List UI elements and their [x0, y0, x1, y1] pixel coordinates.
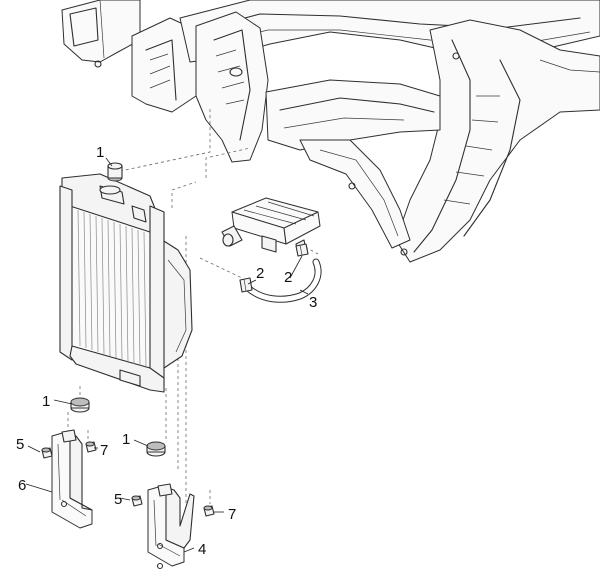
leader-lines: [25, 157, 309, 553]
hose-clamp-right: [295, 243, 309, 257]
hose-clamp-left: [239, 277, 253, 293]
rubber-mount-right: [146, 441, 166, 457]
callout-3: 3: [309, 294, 317, 311]
callout-1-left: 1: [42, 393, 50, 410]
bolt-7-right: [203, 505, 215, 517]
rubber-mount-left: [70, 397, 90, 413]
callout-7-left: 7: [100, 442, 108, 459]
bracket-right: [147, 483, 195, 570]
bolt-5-left: [41, 447, 53, 459]
hose: [244, 258, 322, 303]
heater-core: [221, 197, 321, 255]
chassis-frame: [61, 0, 600, 263]
callout-6: 6: [18, 477, 26, 494]
callout-2-left: 2: [256, 265, 264, 282]
callout-2-right: 2: [284, 269, 292, 286]
callout-5-right: 5: [114, 491, 122, 508]
callout-4: 4: [198, 541, 206, 558]
callout-5-left: 5: [16, 436, 24, 453]
radiator: [59, 173, 193, 393]
callout-7-right: 7: [228, 506, 236, 523]
callout-1-top: 1: [96, 144, 104, 161]
bracket-left: [51, 429, 93, 529]
callout-1-right: 1: [122, 431, 130, 448]
rubber-mount-top: [107, 162, 123, 182]
bolt-5-right: [131, 495, 143, 507]
bolt-7-left: [85, 441, 97, 453]
